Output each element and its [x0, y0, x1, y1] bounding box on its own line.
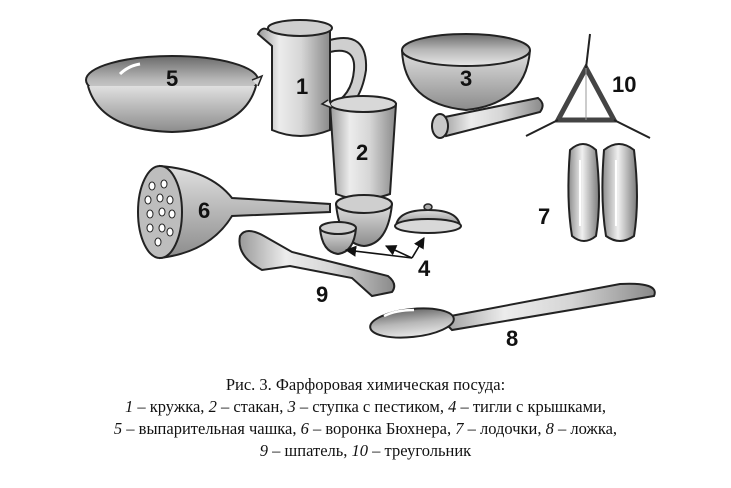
clay-triangle	[525, 33, 651, 139]
crucibles-with-lids	[319, 194, 462, 259]
caption-line-2: 5 – выпарительная чашка, 6 – воронка Бюх…	[0, 418, 731, 440]
caption-text: – шпатель,	[268, 441, 352, 460]
porcelain-ware-illustration: 5 1 3 10 2 6 7 4 9 8	[85, 19, 656, 351]
label-5: 5	[166, 66, 178, 91]
caption-text: – стакан,	[216, 397, 288, 416]
caption-line-3: 9 – шпатель, 10 – треугольник	[0, 440, 731, 462]
caption-text: – кружка,	[133, 397, 209, 416]
mortar-and-pestle	[401, 33, 544, 139]
label-4: 4	[418, 256, 431, 281]
label-8: 8	[506, 326, 518, 351]
evaporating-dish	[85, 55, 264, 134]
label-7: 7	[538, 204, 550, 229]
label-2: 2	[356, 140, 368, 165]
figure-caption: Рис. 3. Фарфоровая химическая посуда: 1 …	[0, 374, 731, 462]
caption-num: 2	[208, 397, 217, 416]
caption-text: – выпарительная чашка,	[122, 419, 301, 438]
caption-num: 4	[448, 397, 457, 416]
caption-text: – ложка,	[553, 419, 618, 438]
label-6: 6	[198, 198, 210, 223]
caption-num: 9	[259, 441, 269, 460]
caption-num: 3	[287, 397, 296, 416]
buchner-funnel	[137, 164, 331, 260]
label-10: 10	[612, 72, 636, 97]
label-3: 3	[460, 66, 472, 91]
caption-text: – треугольник	[368, 441, 472, 460]
porcelain-mug	[256, 19, 368, 137]
caption-num: 5	[113, 419, 123, 438]
caption-num: 1	[124, 397, 134, 416]
caption-num: 7	[455, 419, 464, 438]
label-1: 1	[296, 74, 308, 99]
combustion-boats	[567, 143, 638, 242]
spoon	[369, 282, 656, 339]
caption-text: – воронка Бюхнера,	[308, 419, 456, 438]
caption-num: 8	[545, 419, 554, 438]
caption-num: 6	[300, 419, 309, 438]
caption-num: 10	[351, 441, 369, 460]
caption-text: – лодочки,	[463, 419, 546, 438]
caption-line-1: 1 – кружка, 2 – стакан, 3 – ступка с пес…	[0, 396, 731, 418]
spatula	[238, 230, 396, 298]
caption-title: Рис. 3. Фарфоровая химическая посуда:	[225, 375, 506, 394]
caption-text: – ступка с пестиком,	[295, 397, 449, 416]
caption-text: – тигли с крышками,	[456, 397, 606, 416]
label-9: 9	[316, 282, 328, 307]
